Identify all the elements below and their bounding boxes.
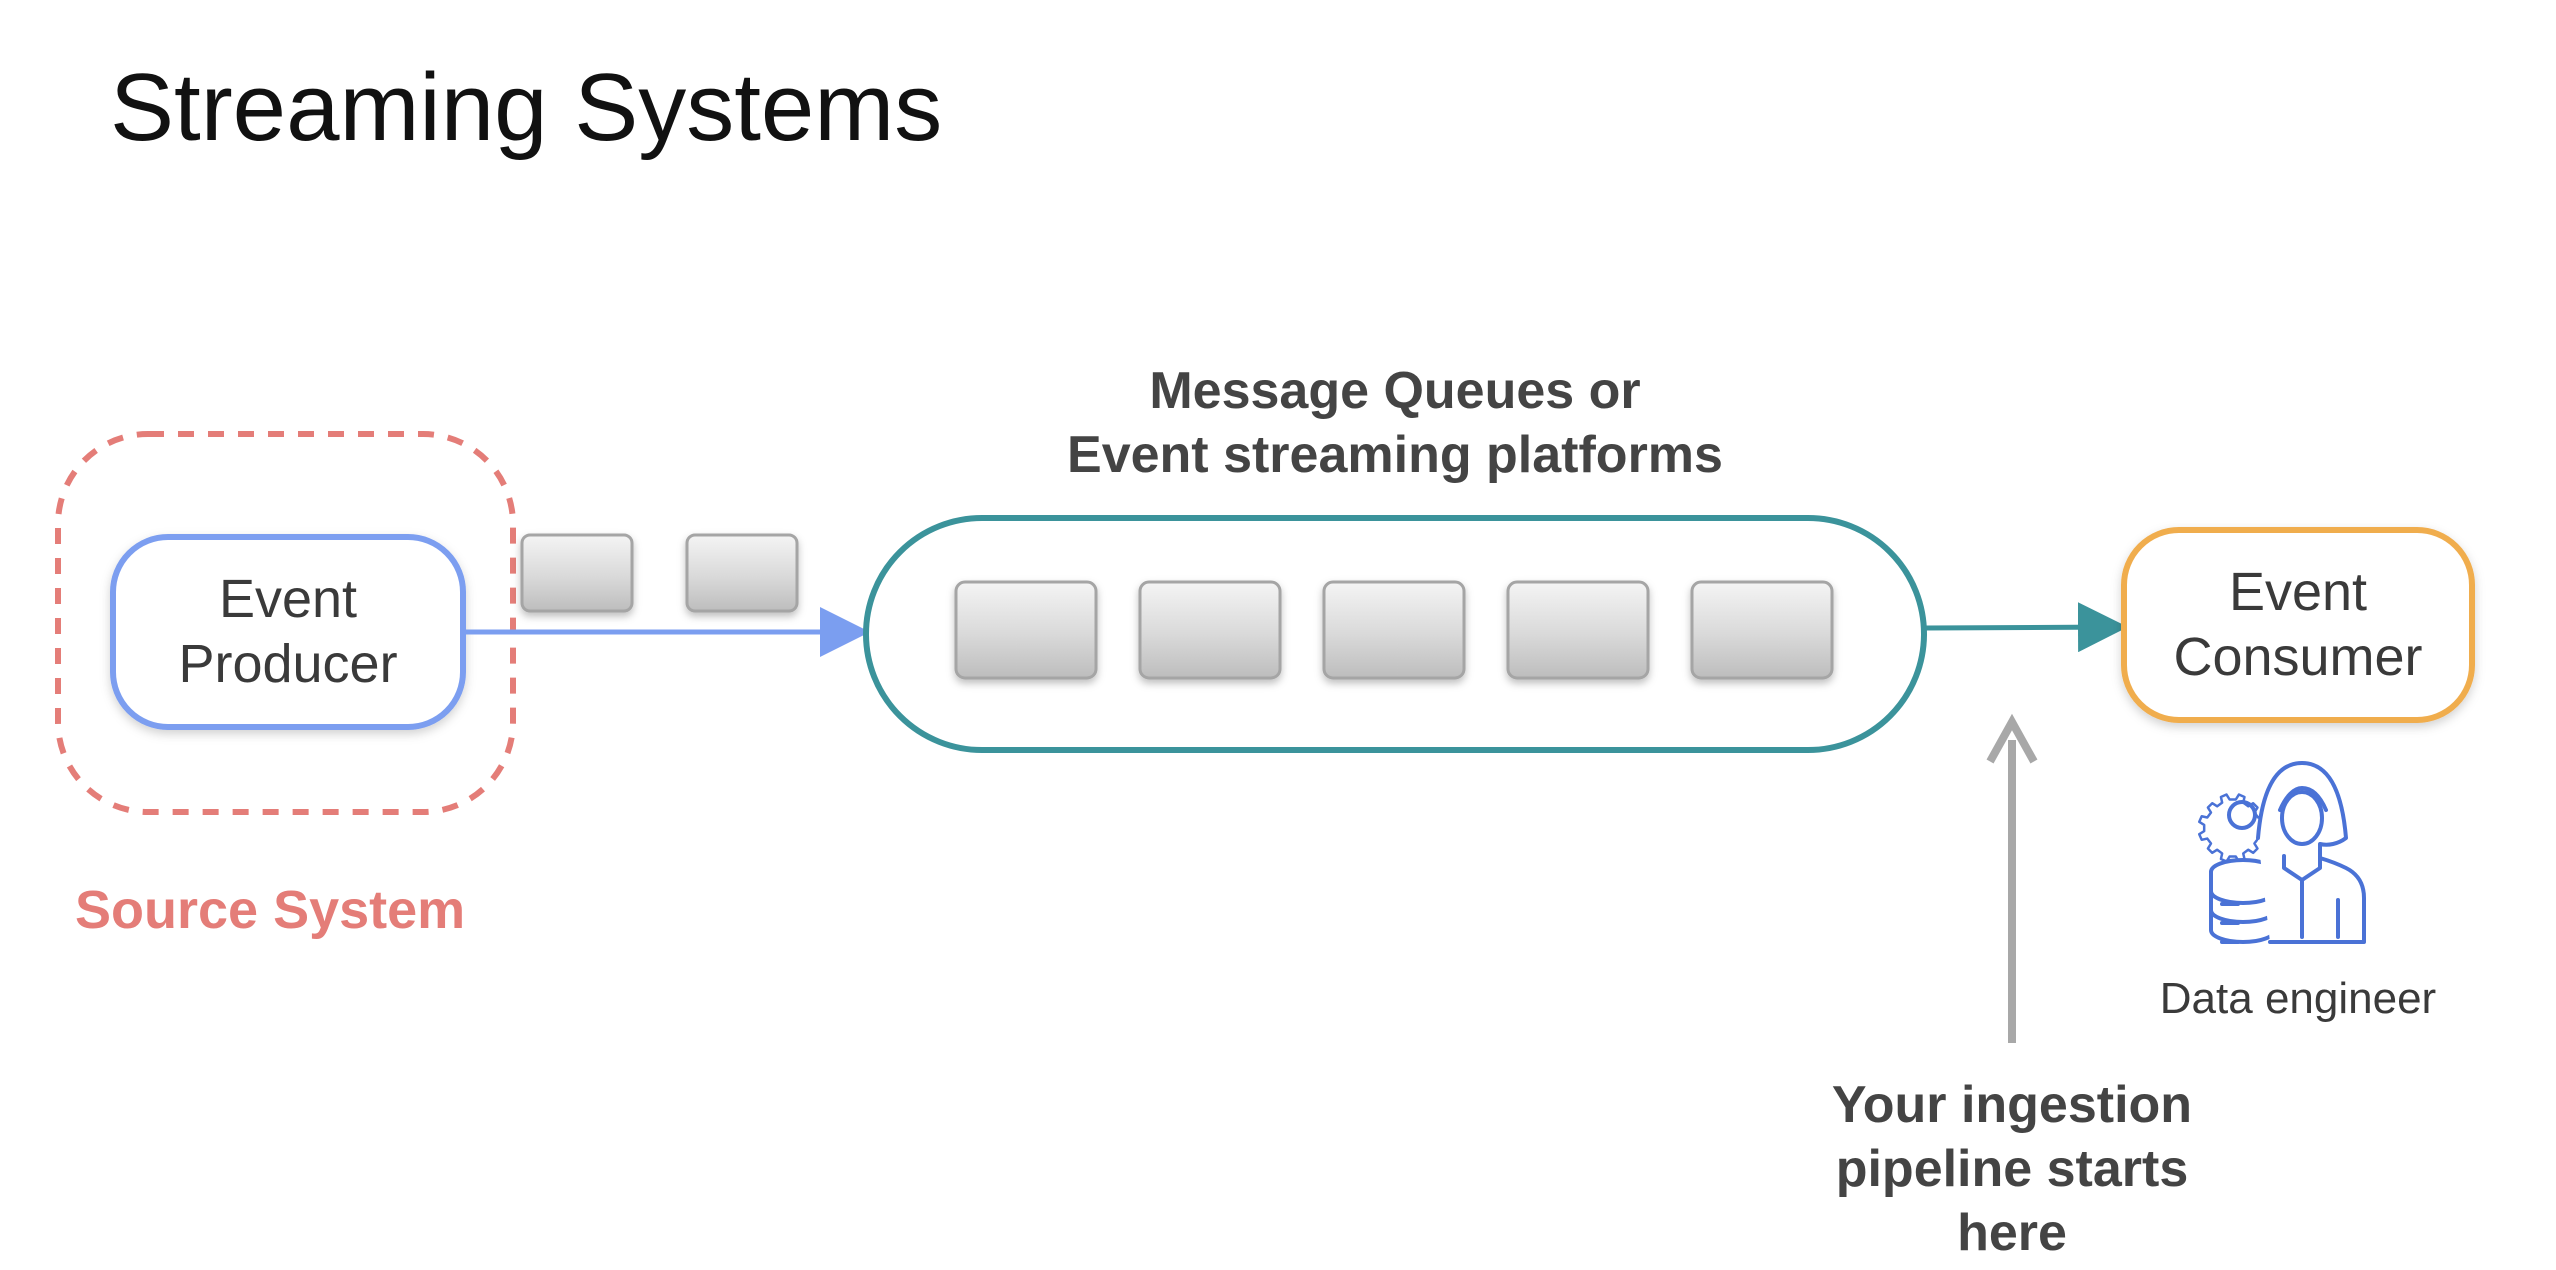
event-producer-label-line1: Event [219,569,357,629]
page-title: Streaming Systems [110,54,942,161]
in-flight-message [685,533,799,613]
ingestion-note-line2: pipeline starts [1836,1140,2189,1198]
gear-icon [2197,793,2268,863]
source-system-region [55,431,516,815]
queued-message [1690,580,1834,680]
platform-to-consumer-arrow [1925,602,2128,653]
ingestion-note-line3: here [1957,1204,2067,1262]
event-consumer-label-line1: Event [2229,562,2367,622]
data-engineer-icon [2197,761,2366,944]
ingestion-pointer-arrow [1986,713,2038,1043]
source-system-label: Source System [75,880,465,940]
data-engineer-label: Data engineer [2160,974,2436,1023]
queued-message [1138,580,1282,680]
event-producer-label-line2: Producer [178,634,397,694]
platform-label-line1: Message Queues or [1149,362,1640,420]
event-producer-box [110,534,466,730]
ingestion-note-line1: Your ingestion [1832,1076,2192,1134]
platform-label-line2: Event streaming platforms [1067,426,1723,484]
in-flight-message [520,533,634,613]
event-consumer-box [2121,527,2475,723]
person-icon [2256,761,2366,944]
queued-message [1506,580,1650,680]
queued-message [954,580,1098,680]
event-consumer-label-line2: Consumer [2173,627,2422,687]
queued-message [1322,580,1466,680]
